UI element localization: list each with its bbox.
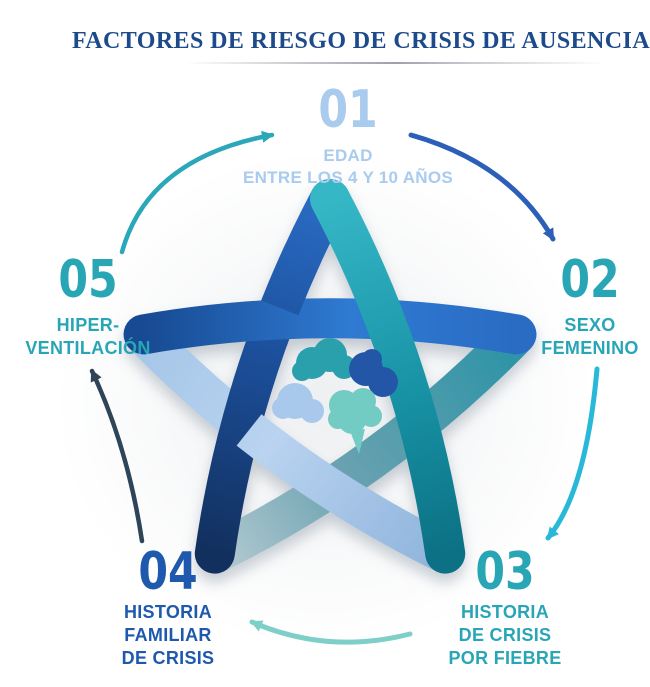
risk-label-04: HISTORIA FAMILIAR DE CRISIS xyxy=(83,601,253,670)
risk-label-01: EDAD ENTRE LOS 4 Y 10 AÑOS xyxy=(218,145,478,189)
risk-label-line: VENTILACIÓN xyxy=(25,338,151,358)
arrow-01-to-02 xyxy=(408,132,556,242)
ribbon-light-blue-over xyxy=(129,320,455,572)
risk-label-line: HISTORIA xyxy=(123,602,213,622)
arrow-02-to-03 xyxy=(545,366,600,541)
risk-number-05: 05 xyxy=(58,250,118,310)
risk-factor-item-02: 02 SEXO FEMENINO xyxy=(515,250,650,360)
brain-lobe-light-blue xyxy=(272,383,324,423)
ribbon-navy xyxy=(194,179,350,574)
risk-label-line: FEMENINO xyxy=(541,338,639,358)
ribbon-steel xyxy=(194,314,537,574)
arrow-04-to-05 xyxy=(89,368,145,544)
risk-label-line: EDAD xyxy=(323,146,373,165)
brain-icon xyxy=(272,338,398,454)
brain-lobe-navy xyxy=(349,349,398,397)
risk-label-02: SEXO FEMENINO xyxy=(515,314,650,360)
risk-label-05: HIPER- VENTILACIÓN xyxy=(3,314,173,360)
risk-factor-item-01: 01 EDAD ENTRE LOS 4 Y 10 AÑOS xyxy=(218,80,478,189)
brain-stem xyxy=(350,429,365,454)
risk-number-03: 03 xyxy=(475,542,535,602)
risk-label-line: HIPER- xyxy=(56,315,120,335)
risk-label-line: DE CRISIS xyxy=(121,648,215,668)
risk-label-03: HISTORIA DE CRISIS POR FIEBRE xyxy=(420,601,590,670)
risk-factor-item-05: 05 HIPER- VENTILACIÓN xyxy=(3,250,173,360)
brain-lobe-seafoam xyxy=(328,388,382,454)
risk-label-line: POR FIEBRE xyxy=(448,648,562,668)
title-divider xyxy=(185,62,605,64)
risk-label-line: DE CRISIS xyxy=(458,625,552,645)
brain-lobe-teal xyxy=(292,338,356,381)
ribbon-teal xyxy=(310,179,466,574)
risk-label-line: HISTORIA xyxy=(460,602,550,622)
ribbon-blue xyxy=(123,298,537,355)
risk-label-line: SEXO xyxy=(564,315,616,335)
arrow-05-to-01 xyxy=(119,130,275,255)
risk-factor-item-04: 04 HISTORIA FAMILIAR DE CRISIS xyxy=(83,542,253,670)
risk-label-line: FAMILIAR xyxy=(124,625,212,645)
knot-graphic xyxy=(123,179,537,574)
risk-label-line: ENTRE LOS 4 Y 10 AÑOS xyxy=(242,168,454,187)
risk-factor-item-03: 03 HISTORIA DE CRISIS POR FIEBRE xyxy=(420,542,590,670)
page-title: FACTORES DE RIESGO DE CRISIS DE AUSENCIA xyxy=(72,28,650,54)
risk-number-01: 01 xyxy=(318,80,378,140)
risk-number-04: 04 xyxy=(138,542,198,602)
risk-number-02: 02 xyxy=(560,250,620,310)
arrow-03-to-04 xyxy=(249,619,413,645)
